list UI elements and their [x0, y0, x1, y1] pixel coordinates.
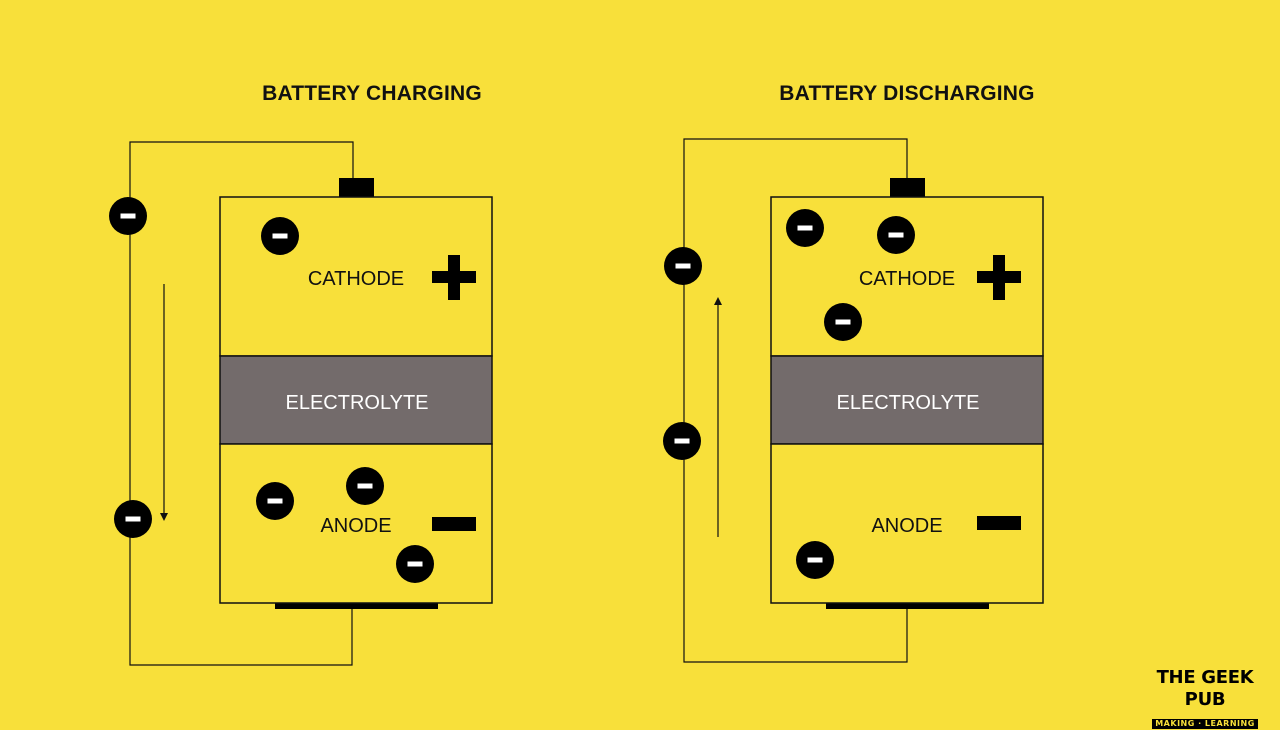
electron-icon — [663, 422, 701, 460]
charging-plus-icon — [432, 255, 476, 300]
electron-icon — [877, 216, 915, 254]
charging-title: BATTERY CHARGING — [262, 82, 482, 105]
electron-icon — [786, 209, 824, 247]
discharging-negative-terminal — [826, 602, 989, 609]
electron-icon — [114, 500, 152, 538]
discharging-circuit-wire — [683, 138, 908, 663]
discharging-cathode-label: CATHODE — [859, 268, 955, 290]
electron-icon — [664, 247, 702, 285]
discharging-positive-terminal — [890, 178, 925, 197]
discharging-anode-label: ANODE — [871, 515, 942, 537]
charging-diagram: CATHODE ELECTROLYTE ANODE — [109, 141, 493, 666]
charging-circuit-wire — [129, 141, 354, 666]
electron-icon — [796, 541, 834, 579]
electron-icon — [261, 217, 299, 255]
discharging-diagram: CATHODE ELECTROLYTE ANODE — [663, 138, 1044, 663]
brand-logo: THE GEEK PUB MAKING · LEARNING — [1148, 667, 1262, 730]
electron-icon — [109, 197, 147, 235]
brand-tagline: MAKING · LEARNING — [1152, 719, 1258, 729]
discharging-plus-icon — [977, 255, 1021, 300]
discharging-electrolyte-label: ELECTROLYTE — [837, 392, 980, 414]
charging-positive-terminal — [339, 178, 374, 197]
discharging-title: BATTERY DISCHARGING — [779, 82, 1035, 105]
charging-anode-label: ANODE — [320, 515, 391, 537]
electron-icon — [824, 303, 862, 341]
brand-name: THE GEEK PUB — [1156, 667, 1254, 710]
charging-electrolyte-region — [219, 355, 493, 445]
charging-electrolyte-label: ELECTROLYTE — [286, 392, 429, 414]
electron-icon — [256, 482, 294, 520]
charging-cathode-label: CATHODE — [308, 268, 404, 290]
electron-icon — [396, 545, 434, 583]
charging-minus-icon — [432, 517, 476, 531]
discharging-minus-icon — [977, 516, 1021, 530]
electron-icon — [346, 467, 384, 505]
charging-negative-terminal — [275, 602, 438, 609]
